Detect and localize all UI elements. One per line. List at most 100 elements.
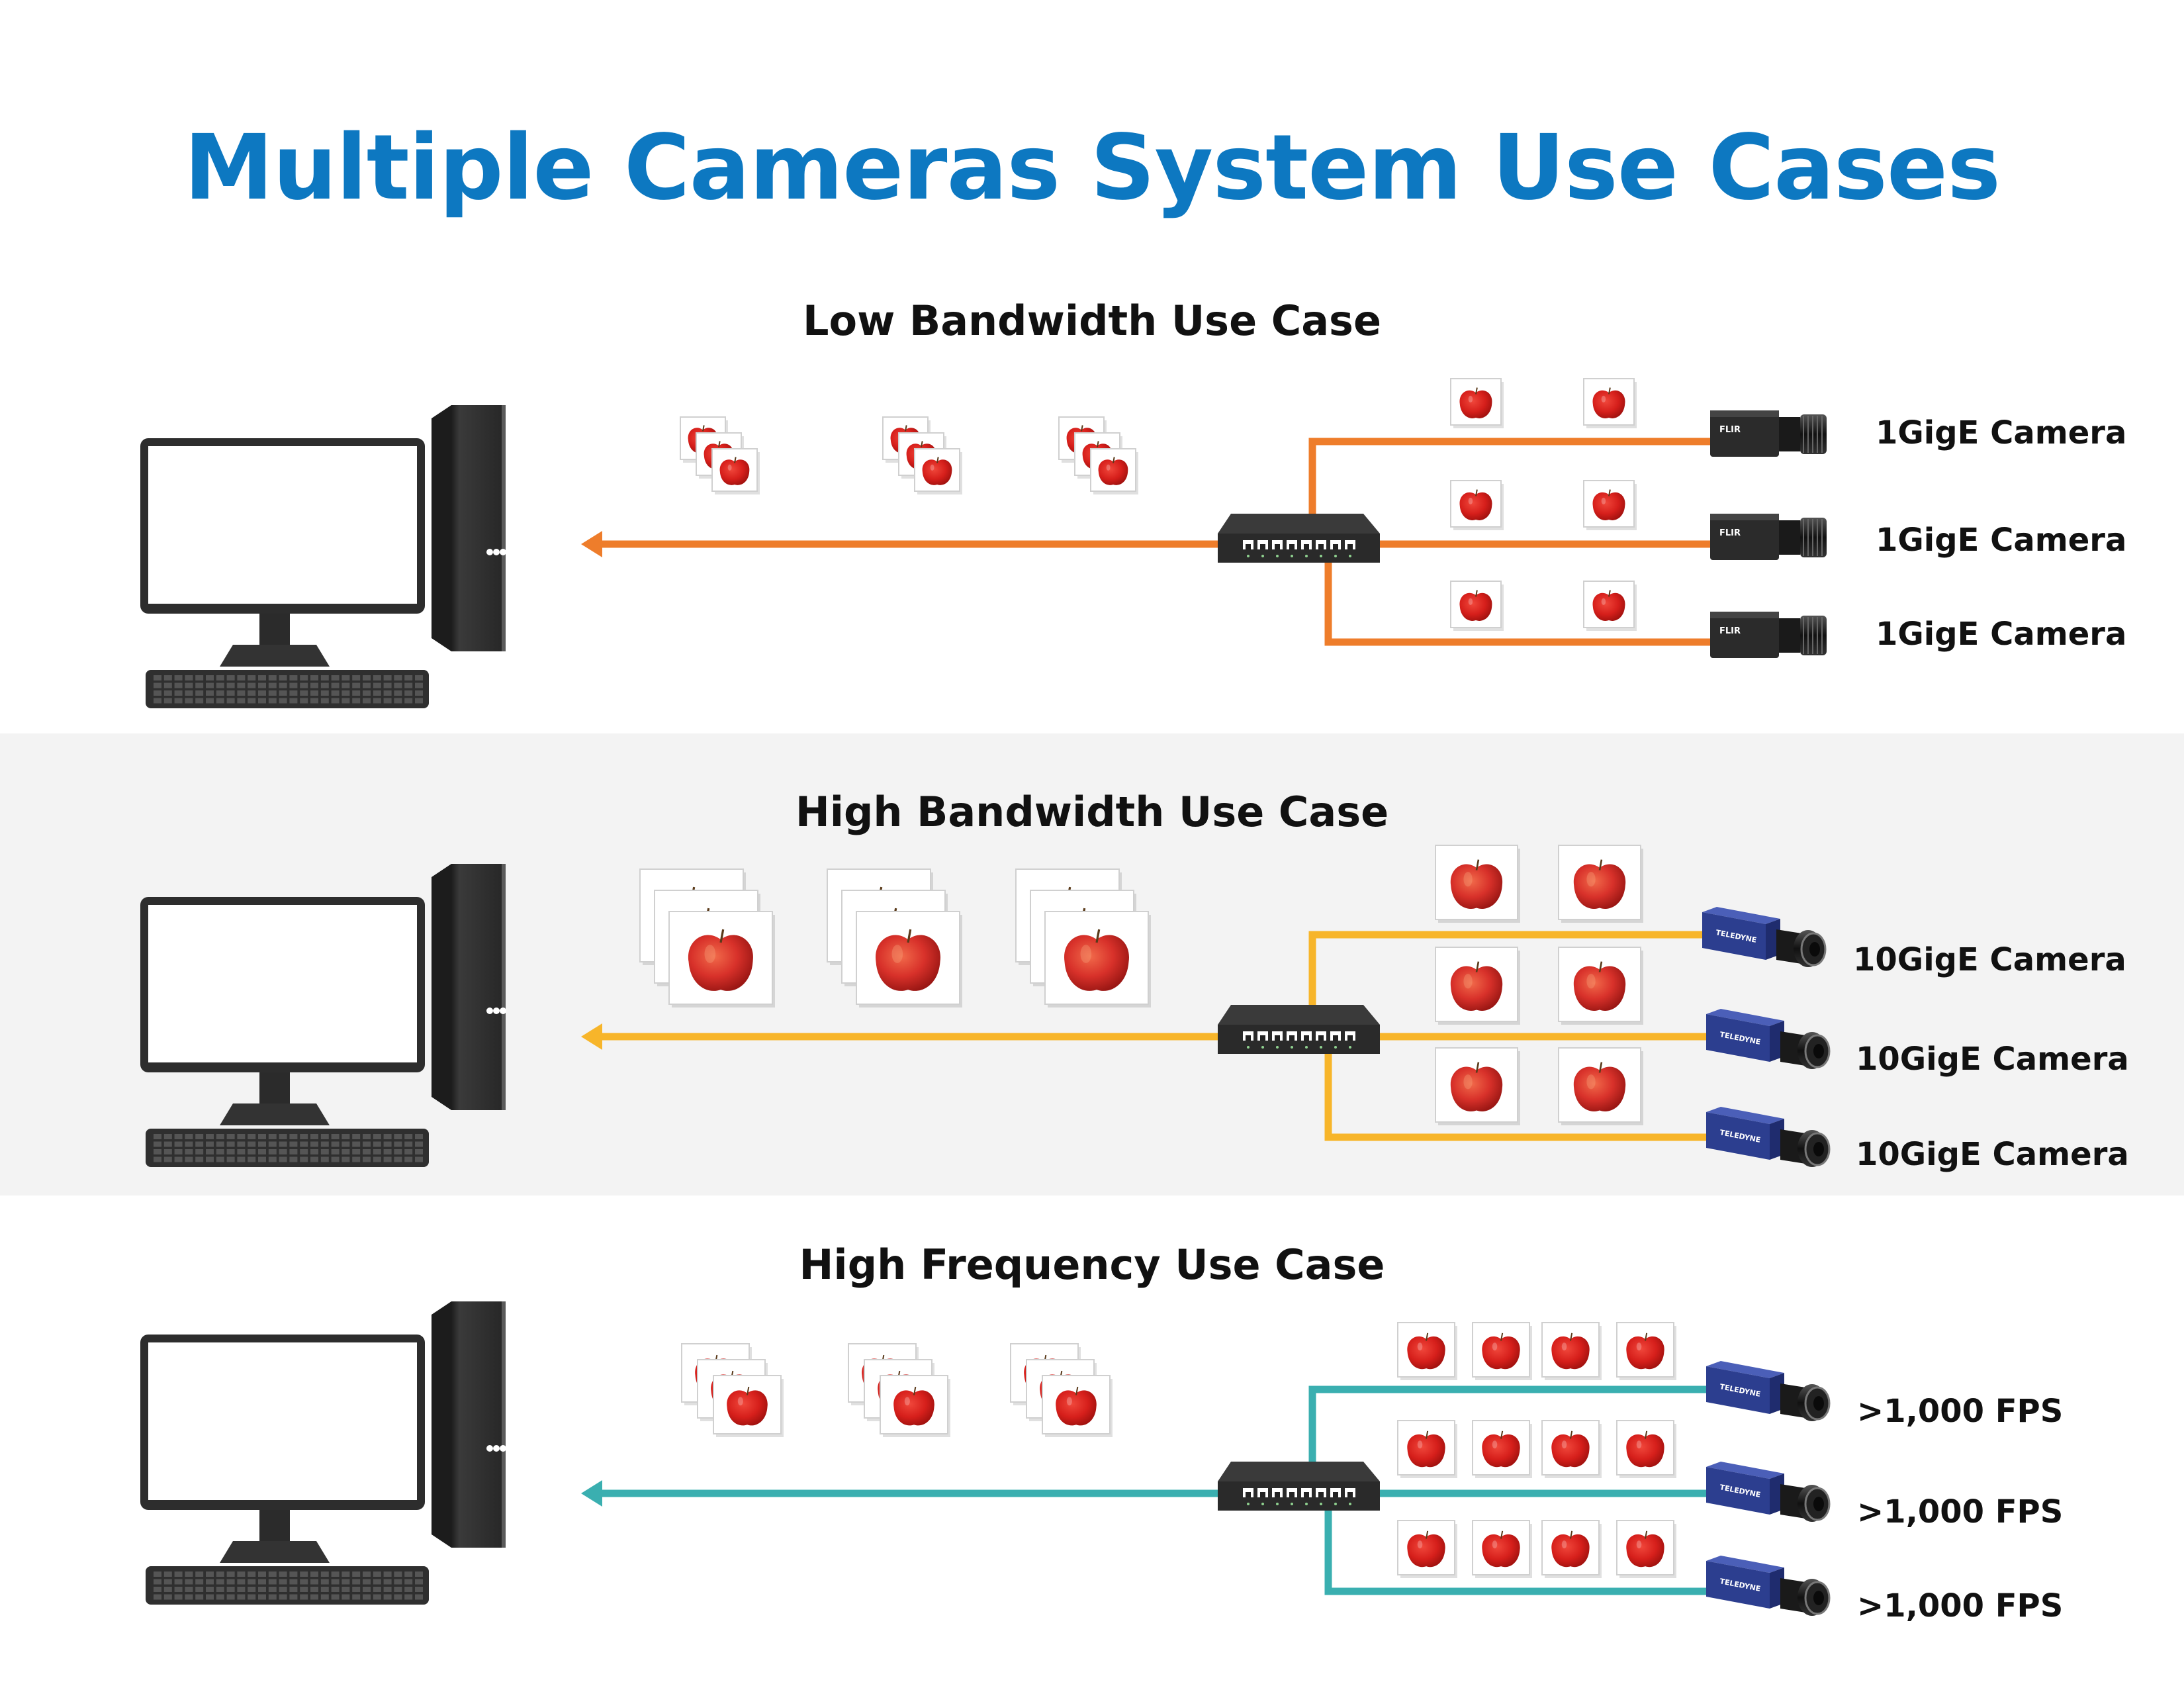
- camera-icon: TELEDYNE: [1706, 1009, 1831, 1069]
- branch-line: [1308, 1385, 1711, 1493]
- camera-brand-logo: FLIR: [1719, 528, 1741, 538]
- image-frame: [856, 911, 962, 1008]
- image-frame: [1616, 1322, 1676, 1380]
- apple-icon: [1573, 859, 1626, 909]
- apple-icon: [1098, 457, 1128, 485]
- apple-icon: [922, 457, 952, 485]
- image-frame: [1583, 378, 1637, 428]
- image-frame: [668, 911, 775, 1008]
- image-frame: [1042, 1375, 1113, 1437]
- image-frame: [1435, 947, 1520, 1025]
- image-frame: [1090, 448, 1138, 494]
- monitor-screen: [148, 1342, 417, 1500]
- image-frame: [1541, 1520, 1602, 1578]
- data-flow-lines: [581, 1385, 1711, 1595]
- network-switch-icon: [1218, 1462, 1380, 1511]
- data-flow-lines: [581, 438, 1714, 646]
- monitor-screen: [148, 446, 417, 604]
- apple-icon: [1407, 1530, 1445, 1568]
- section-title-high-frequency: High Frequency Use Case: [799, 1241, 1385, 1289]
- apple-icon: [1459, 489, 1492, 520]
- camera-label: 10GigE Camera: [1853, 941, 2126, 978]
- image-frame: [1472, 1420, 1532, 1478]
- apple-icon: [1482, 1430, 1520, 1468]
- camera-label: 1GigE Camera: [1876, 616, 2127, 653]
- camera-brand-logo: FLIR: [1719, 626, 1741, 636]
- image-frame: [1583, 581, 1637, 631]
- apple-icon: [1407, 1430, 1445, 1468]
- image-stack: [882, 416, 962, 494]
- image-stack: [1058, 416, 1138, 494]
- camera-lens: [1779, 520, 1800, 555]
- section-title-high-bandwidth: High Bandwidth Use Case: [795, 788, 1389, 836]
- image-frame: [1541, 1420, 1602, 1478]
- image-frame: [1397, 1322, 1457, 1380]
- camera-brand-logo: FLIR: [1719, 425, 1741, 435]
- branch-line: [1308, 438, 1714, 544]
- branch-line: [1324, 544, 1714, 646]
- apple-icon: [1573, 961, 1626, 1011]
- keyboard: [146, 670, 429, 708]
- keyboard: [146, 1566, 429, 1605]
- image-frame: [1558, 845, 1643, 923]
- apple-icon: [876, 929, 940, 991]
- image-frame: [1397, 1520, 1457, 1578]
- monitor-screen: [148, 905, 417, 1062]
- image-stack: [681, 1343, 784, 1437]
- image-stack: [1015, 868, 1151, 1008]
- apple-icon: [1482, 1333, 1520, 1370]
- camera-lens: [1779, 618, 1800, 653]
- image-frame: [1435, 845, 1520, 923]
- pc-tower: [432, 405, 506, 651]
- image-frame: [1616, 1420, 1676, 1478]
- camera-icon: FLIR: [1710, 514, 1827, 560]
- computer-icon: [140, 864, 506, 1167]
- camera-label: >1,000 FPS: [1857, 1493, 2064, 1530]
- apple-icon: [1626, 1530, 1664, 1568]
- data-flow-lines: [581, 931, 1711, 1141]
- image-frame: [1558, 1047, 1643, 1125]
- apple-icon: [1626, 1430, 1664, 1468]
- image-frame: [1558, 947, 1643, 1025]
- apple-icon: [1551, 1530, 1590, 1568]
- apple-icon: [1551, 1430, 1590, 1468]
- apple-icon: [1459, 387, 1492, 418]
- arrow-head: [581, 1480, 602, 1507]
- image-frame: [1472, 1322, 1532, 1380]
- keyboard: [146, 1129, 429, 1167]
- apple-icon: [727, 1386, 768, 1426]
- apple-icon: [1592, 489, 1625, 520]
- apple-icon: [1482, 1530, 1520, 1568]
- camera-label: 10GigE Camera: [1856, 1041, 2129, 1078]
- apple-icon: [893, 1386, 934, 1426]
- page-title: Multiple Cameras System Use Cases: [183, 116, 2001, 220]
- camera-label: 10GigE Camera: [1856, 1136, 2129, 1173]
- branch-line: [1308, 931, 1711, 1037]
- camera-icon: TELEDYNE: [1706, 1556, 1831, 1616]
- section-title-low-bandwidth: Low Bandwidth Use Case: [802, 297, 1382, 345]
- apple-icon: [1551, 1333, 1590, 1370]
- image-stack: [639, 868, 775, 1008]
- apple-icon: [1626, 1333, 1664, 1370]
- image-frame: [1616, 1520, 1676, 1578]
- apple-icon: [1407, 1333, 1445, 1370]
- image-stack: [1010, 1343, 1113, 1437]
- apple-icon: [1064, 929, 1129, 991]
- arrow-head: [581, 1023, 602, 1050]
- apple-icon: [1459, 590, 1492, 621]
- apple-icon: [719, 457, 750, 485]
- camera-icon: TELEDYNE: [1706, 1361, 1831, 1421]
- image-frame: [1541, 1322, 1602, 1380]
- image-stack: [848, 1343, 950, 1437]
- image-frame: [711, 448, 760, 494]
- branch-line: [1324, 1493, 1711, 1595]
- computer-icon: [140, 1301, 506, 1605]
- arrow-head: [581, 531, 602, 557]
- apple-icon: [1592, 590, 1625, 621]
- pc-tower: [432, 1301, 506, 1548]
- apple-icon: [1450, 1062, 1503, 1111]
- image-frame: [713, 1375, 784, 1437]
- network-switch-icon: [1218, 514, 1380, 563]
- apple-icon: [1056, 1386, 1097, 1426]
